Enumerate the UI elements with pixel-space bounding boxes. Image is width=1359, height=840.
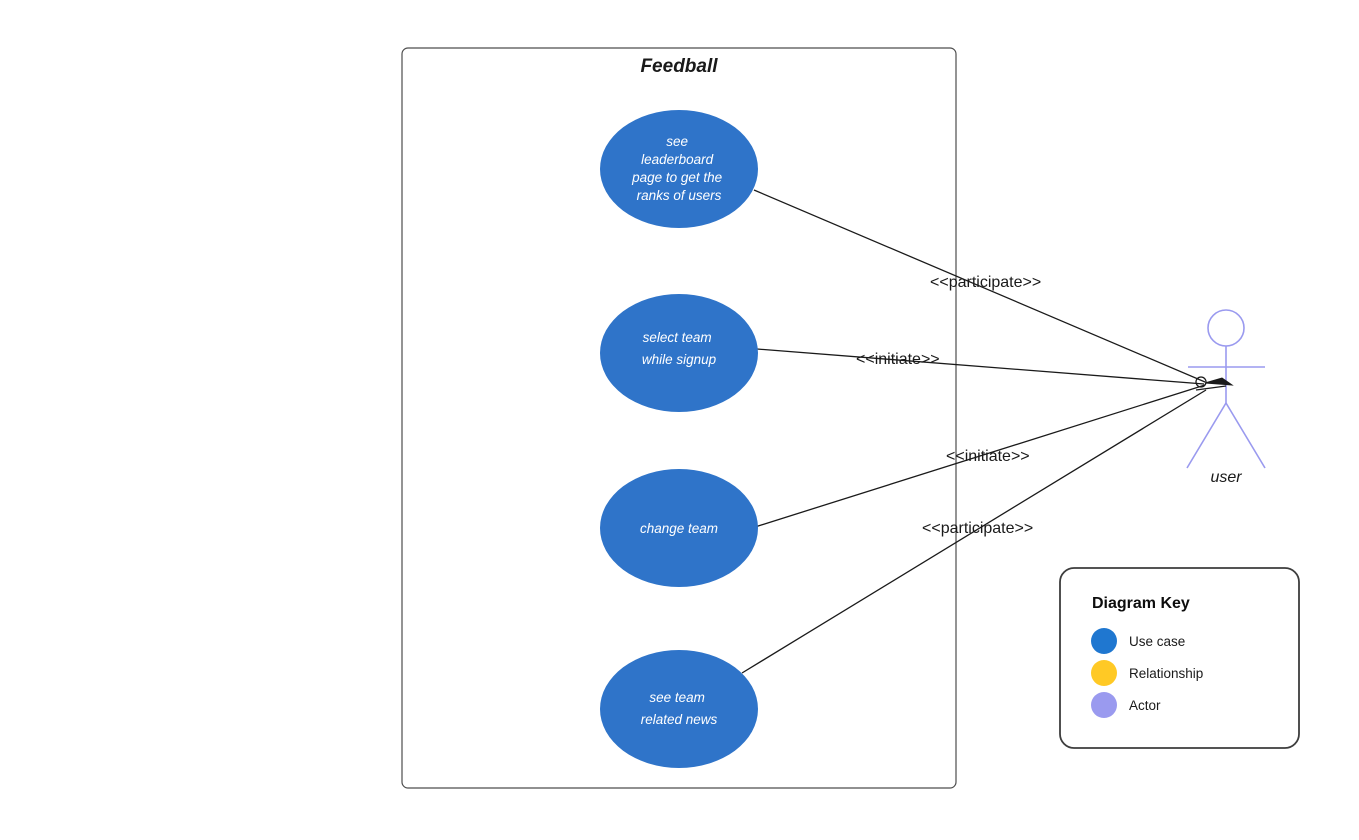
- connector-leaderboard-participate[interactable]: [753, 189, 1206, 383]
- legend-swatch-relationship-icon: [1091, 660, 1117, 686]
- use-case-line: select team: [643, 330, 712, 345]
- use-case-line: see: [666, 134, 688, 149]
- connector-select-team-initiate[interactable]: [756, 348, 1205, 385]
- actor-head-icon: [1207, 309, 1245, 347]
- relationship-connectors: [741, 189, 1207, 674]
- connector-endpoint-markers: [1195, 376, 1234, 391]
- system-boundary-title: Feedball: [640, 56, 718, 77]
- relationship-label-initiate-select-team: <<initiate>>: [856, 351, 940, 368]
- legend-item-use-case[interactable]: Use case: [1091, 628, 1185, 654]
- use-case-leaderboard[interactable]: see leaderboard page to get the ranks of…: [600, 110, 758, 228]
- use-case-ellipse[interactable]: [600, 294, 758, 412]
- use-case-line: change team: [640, 521, 718, 536]
- system-boundary-rect[interactable]: [401, 47, 957, 789]
- use-case-change-team[interactable]: change team: [600, 469, 758, 587]
- relationship-label-participate-leaderboard: <<participate>>: [930, 274, 1041, 291]
- diagram-key-title: Diagram Key: [1092, 595, 1190, 612]
- actor-leg-left-icon: [1186, 402, 1227, 469]
- use-case-select-team[interactable]: select team while signup: [600, 294, 758, 412]
- legend-item-actor[interactable]: Actor: [1091, 692, 1161, 718]
- use-case-text: see team related news: [641, 690, 718, 727]
- actor-user[interactable]: user: [1186, 309, 1266, 486]
- connector-arrowhead-icon: [1204, 377, 1234, 386]
- use-case-line: page to get the: [631, 170, 722, 185]
- relationship-labels: <<participate>> <<initiate>> <<initiate>…: [856, 274, 1041, 537]
- use-case-line: ranks of users: [637, 188, 722, 203]
- connector-junction-icon: [1195, 376, 1207, 388]
- connector-change-team-initiate[interactable]: [754, 384, 1206, 528]
- legend-swatch-use-case-icon: [1091, 628, 1117, 654]
- use-case-text: see leaderboard page to get the ranks of…: [631, 134, 726, 203]
- relationship-label-participate-team-news: <<participate>>: [922, 520, 1033, 537]
- use-case-team-news[interactable]: see team related news: [600, 650, 758, 768]
- legend-label-actor: Actor: [1129, 698, 1161, 713]
- actor-label: user: [1210, 469, 1242, 486]
- system-boundary[interactable]: Feedball: [401, 47, 957, 789]
- use-case-ellipse[interactable]: [600, 650, 758, 768]
- use-case-ellipse[interactable]: [600, 469, 758, 587]
- use-case-line: leaderboard: [641, 152, 714, 167]
- legend-label-use-case: Use case: [1129, 634, 1185, 649]
- actor-leg-right-icon: [1225, 402, 1266, 469]
- legend-swatch-actor-icon: [1091, 692, 1117, 718]
- diagram-key[interactable]: Diagram Key Use case Relationship Actor: [1059, 567, 1300, 749]
- use-case-line: while signup: [642, 352, 717, 367]
- use-case-line: see team: [649, 690, 705, 705]
- relationship-label-initiate-change-team: <<initiate>>: [946, 448, 1030, 465]
- use-case-text: change team: [640, 521, 718, 536]
- legend-label-relationship: Relationship: [1129, 666, 1203, 681]
- use-case-text: select team while signup: [642, 330, 717, 367]
- connector-junction-line-icon: [1195, 385, 1227, 391]
- use-case-ellipse[interactable]: [600, 110, 758, 228]
- use-case-line: related news: [641, 712, 718, 727]
- diagram-key-box: [1059, 567, 1300, 749]
- connector-team-news-participate[interactable]: [741, 389, 1207, 674]
- legend-item-relationship[interactable]: Relationship: [1091, 660, 1203, 686]
